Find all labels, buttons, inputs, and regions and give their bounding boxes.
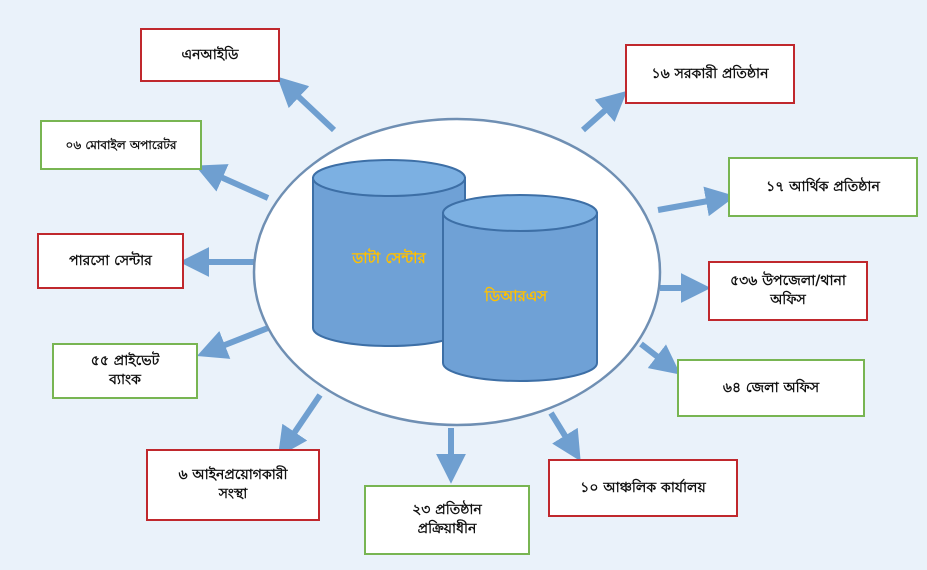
arrow-to-govt-institution bbox=[581, 90, 628, 133]
node-nid: এনআইডি bbox=[140, 28, 280, 82]
data-center-label: ডাটা সেন্টার bbox=[351, 248, 426, 267]
arrow-to-regional-office bbox=[548, 411, 581, 462]
arrow-to-private-bank bbox=[196, 325, 270, 359]
node-porosho-center: পারসো সেন্টার bbox=[37, 233, 184, 289]
arrow-to-district-office bbox=[639, 341, 681, 375]
arrow-to-law-enforcement bbox=[277, 393, 323, 457]
arrow-to-mobile-operators bbox=[195, 164, 270, 201]
node-private-bank: ৫৫ প্রাইভেট ব্যাংক bbox=[52, 343, 198, 399]
drs-label: ডিআরএস bbox=[484, 286, 548, 305]
arrow-to-nid bbox=[277, 76, 337, 133]
arrows bbox=[179, 76, 736, 484]
node-upazila-office: ৫৩৬ উপজেলা/থানা অফিস bbox=[708, 261, 868, 321]
node-financial-institution: ১৭ আর্থিক প্রতিষ্ঠান bbox=[728, 157, 918, 217]
node-govt-institution: ১৬ সরকারী প্রতিষ্ঠান bbox=[625, 44, 795, 104]
node-law-enforcement: ৬ আইনপ্রয়োগকারী সংস্থা bbox=[146, 449, 320, 521]
drs-cylinder: ডিআরএস bbox=[442, 194, 598, 382]
arrow-to-financial-institution bbox=[657, 186, 736, 217]
node-in-process: ২৩ প্রতিষ্ঠান প্রক্রিয়াধীন bbox=[364, 485, 530, 555]
node-district-office: ৬৪ জেলা অফিস bbox=[677, 359, 865, 417]
node-regional-office: ১০ আঞ্চলিক কার্যালয় bbox=[548, 459, 738, 517]
node-mobile-operators: ০৬ মোবাইল অপারেটর bbox=[40, 120, 202, 170]
